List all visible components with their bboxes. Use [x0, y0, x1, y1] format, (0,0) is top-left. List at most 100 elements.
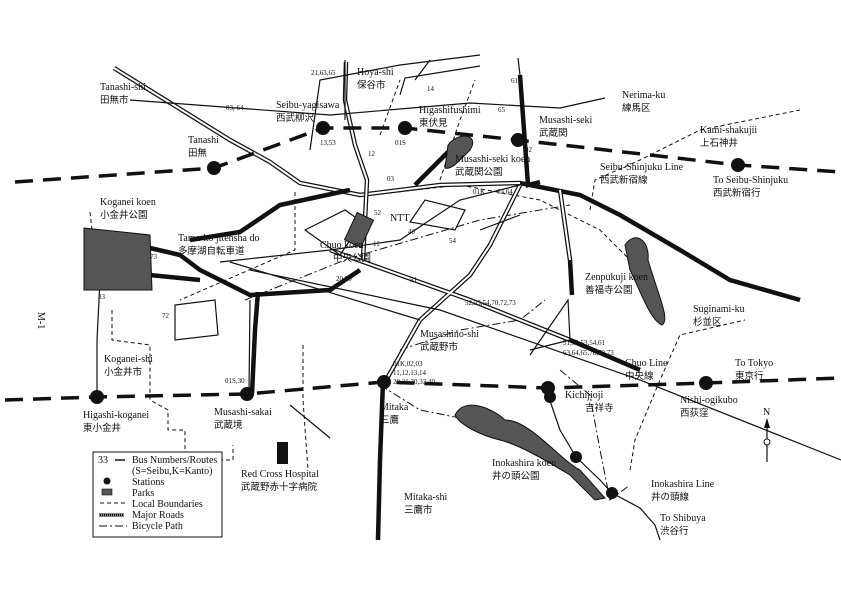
- map-label: Tanashi: [188, 135, 219, 146]
- map-label: Musashi-sakai: [214, 407, 272, 418]
- inokashira-park: [454, 404, 606, 501]
- map-label: 練馬区: [622, 102, 651, 114]
- map-label: Inokashira koen: [492, 458, 556, 469]
- map-label: 東小金井: [83, 422, 121, 434]
- map-label: Parks: [132, 488, 154, 499]
- map-label: To Shibuya: [660, 513, 706, 524]
- map-label: 51,52,53,54,61: [563, 339, 606, 347]
- map-label: Musashi-seki koen: [455, 154, 530, 165]
- map-label: 上石神井: [700, 137, 738, 149]
- map-label: Red Cross Hospital: [241, 469, 319, 480]
- map-label: Nerima-ku: [622, 90, 665, 101]
- map-label: Tanashi-shi: [100, 82, 146, 93]
- map-label: NTT: [390, 213, 409, 224]
- map-label: 西武新宿行: [713, 187, 761, 199]
- map-label: Inokashira Line: [651, 479, 715, 490]
- map-label: 井の頭公園: [492, 470, 540, 482]
- map-label: 01S,30: [225, 377, 245, 385]
- map-label: Nishi-ogikubo: [680, 395, 738, 406]
- map-label: (S=Seibu,K=Kanto): [132, 466, 212, 477]
- map-label: 東京行: [735, 370, 764, 382]
- map-label: 63,64: [497, 188, 513, 196]
- map-label: Higashi-koganei: [83, 410, 149, 421]
- map-label: 52,53,54,70,72,73: [465, 299, 516, 307]
- map-label: Bus Numbers/Routes: [132, 455, 217, 466]
- map-label: 武蔵境: [214, 419, 243, 431]
- map-label: 21,63,65: [311, 69, 336, 77]
- map-label: 72: [162, 312, 170, 320]
- map-label: 武蔵関: [539, 127, 568, 139]
- map-label: 61: [511, 77, 519, 85]
- map-label: 52: [374, 209, 382, 217]
- map-label: 01K,02,03: [393, 360, 423, 368]
- map-label: N: [763, 407, 770, 418]
- map-label: Mitaka-shi: [404, 492, 448, 503]
- map-label: 02: [525, 146, 533, 154]
- legend: 33 Bus Numbers/Routes (S=Seibu,K=Kanto) …: [92, 451, 223, 538]
- map-label: 東伏見: [419, 117, 448, 129]
- north-arrow-icon: N: [763, 407, 771, 462]
- map-label: To Seibu-Shinjuku: [713, 175, 788, 186]
- map-label: Bicycle Path: [132, 521, 183, 532]
- map-label: 武蔵野市: [420, 341, 459, 353]
- map-label: Kichijioji: [565, 390, 604, 401]
- map-label: Suginami-ku: [693, 304, 745, 315]
- map-label: Chuo Line: [625, 358, 668, 369]
- map-label: 63,64,65,70,72,73: [563, 349, 614, 357]
- map-label: 33: [98, 293, 106, 301]
- map-label: 渋谷行: [660, 525, 689, 537]
- map-label: 65: [498, 106, 506, 114]
- parks: [83, 135, 666, 501]
- map-label: 13,53: [320, 139, 336, 147]
- map-label: 12: [368, 150, 376, 158]
- koganei-park: [83, 227, 153, 291]
- map-label: Major Roads: [132, 510, 184, 521]
- map-label: 73: [150, 253, 158, 261]
- map-label: 中央公園: [333, 252, 371, 264]
- map-label: Musashi-seki: [539, 115, 593, 126]
- map-id: M-1: [35, 312, 46, 329]
- map-label: 33: [98, 455, 108, 466]
- map-label: 20,21,30,33,40: [393, 378, 436, 386]
- map-label: 吉祥寺: [585, 402, 614, 414]
- map-label: Zenpukuji koen: [585, 272, 648, 283]
- map-label: Seibu-Shinjuku Line: [600, 162, 684, 173]
- map-label: 54: [449, 237, 457, 245]
- zenpukuji-park: [624, 237, 666, 326]
- map-label: Local Boundaries: [132, 499, 203, 510]
- map-label: 01K: [473, 188, 485, 196]
- red-cross-hospital-icon: [277, 442, 288, 464]
- map-label: 西荻窪: [680, 407, 709, 419]
- map-label: 善福寺公園: [585, 284, 633, 296]
- map-label: 小金井市: [104, 366, 143, 378]
- map-label: 多摩湖自転車道: [178, 245, 245, 257]
- bus-route-labels: 21,63,65 14 61 65 03, 64 13,53 01S 02 12…: [98, 69, 614, 386]
- station-markers: [90, 121, 745, 499]
- map-label: 井の頭線: [651, 491, 690, 503]
- map-label: 田無市: [100, 94, 129, 106]
- map-label: 杉並区: [693, 316, 722, 328]
- map-label: 20,70: [336, 275, 352, 283]
- map-label: 武蔵関公園: [455, 166, 503, 178]
- map-label: To Tokyo: [735, 358, 773, 369]
- map-label: 中央線: [625, 370, 654, 382]
- map-label: 01S: [395, 139, 406, 147]
- map-label: 11: [373, 240, 380, 248]
- map-label: 保谷市: [357, 79, 386, 91]
- map-label: 40: [408, 228, 416, 236]
- map-label: Hoya-shi: [357, 67, 394, 78]
- map-label: 14: [427, 85, 435, 93]
- map-label: Tama-ko jitensha do: [178, 233, 260, 244]
- major-roads: [96, 54, 841, 541]
- chuo-park: [343, 211, 375, 249]
- map-label: 03: [387, 175, 395, 183]
- map-label: 03, 64: [226, 104, 244, 112]
- map-label: 小金井公園: [100, 209, 148, 221]
- map-label: 三鷹: [380, 414, 400, 426]
